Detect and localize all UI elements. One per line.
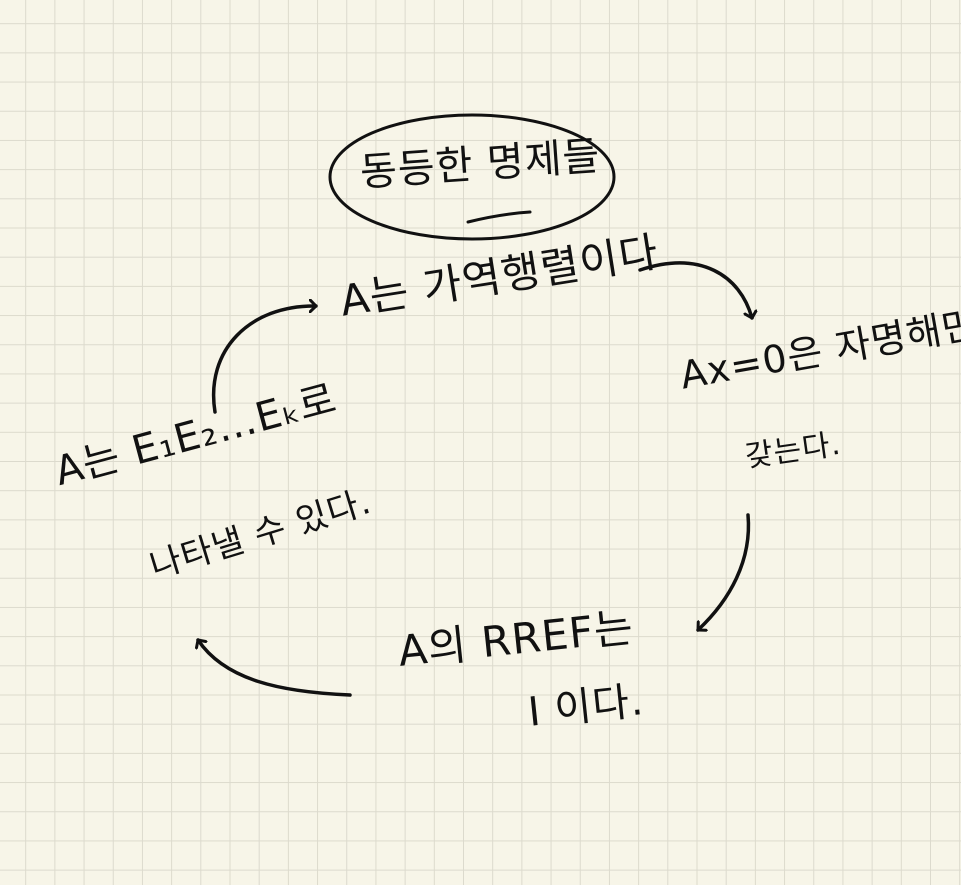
arrow-rref-to-elem-icon <box>198 638 352 697</box>
arrow-elem-to-rank-icon <box>211 306 318 414</box>
statement-rref-line2: I 이다. <box>526 677 647 736</box>
title-ellipse <box>328 113 616 241</box>
arrow-rank-to-ax-icon <box>638 261 752 320</box>
title-ellipse-tail <box>466 210 532 224</box>
arrow-ax-to-rref-icon <box>696 513 751 630</box>
